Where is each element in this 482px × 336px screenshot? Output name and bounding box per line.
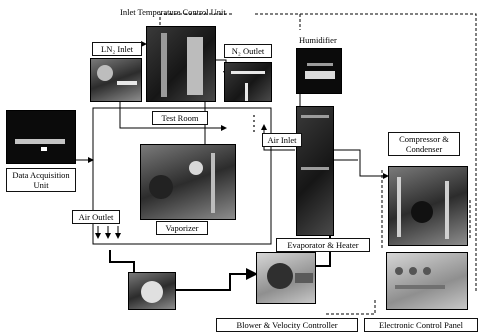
data-acquisition-unit-label: Data Acquisition Unit [6, 168, 76, 192]
electronic-control-panel-photo [386, 252, 468, 310]
vaporizer-label: Vaporizer [156, 221, 208, 235]
compressor-condenser-line1: Compressor & [392, 134, 456, 144]
duct-to-blower-line [176, 274, 256, 290]
ln2-inlet-label: LN₂ Inlet [92, 42, 142, 56]
ln2-inlet-photo [90, 58, 142, 102]
humidifier-label: Humidifier [296, 34, 340, 46]
data-acquisition-unit-line1: Data Acquisition [10, 170, 72, 180]
n2-outlet-label: N₂ Outlet [224, 44, 272, 58]
inlet-temp-control-unit-label: Inlet Temperature Control Unit [117, 6, 229, 18]
n2-outlet-photo [224, 62, 272, 102]
evaporator-heater-label: Evaporator & Heater [276, 238, 370, 252]
test-room-label: Test Room [152, 111, 208, 125]
panel-to-blower-dashed-line [325, 300, 375, 314]
evaporator-heater-photo [296, 106, 334, 236]
air-outlet-label: Air Outlet [72, 210, 120, 224]
compressor-condenser-label: Compressor & Condenser [388, 132, 460, 156]
blower-photo [256, 252, 316, 304]
data-acquisition-unit-photo [6, 110, 76, 164]
blower-velocity-controller-label: Blower & Velocity Controller [216, 318, 358, 332]
cryogenic-tank-photo [146, 26, 216, 102]
electronic-control-panel-label: Electronic Control Panel [364, 318, 478, 332]
humidifier-photo [296, 48, 342, 94]
outlet-duct-photo [128, 272, 176, 310]
compressor-condenser-line2: Condenser [392, 144, 456, 154]
data-acquisition-unit-line2: Unit [10, 180, 72, 190]
air-outlet-duct-line [110, 250, 134, 272]
compressor-condenser-photo [388, 166, 468, 246]
test-room-interior-photo [140, 144, 236, 220]
air-inlet-label: Air Inlet [262, 133, 302, 147]
evaporator-to-compressor-line [330, 150, 388, 176]
